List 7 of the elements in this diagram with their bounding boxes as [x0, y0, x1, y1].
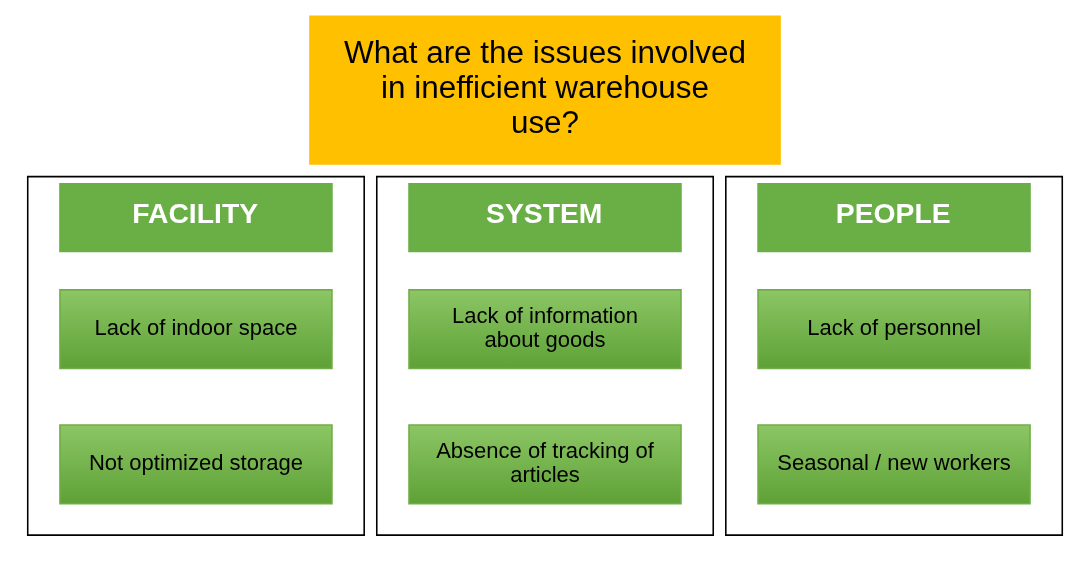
- node-box: What are the issues involved in inefficient warehouse use?: [309, 15, 781, 165]
- node-box: Not optimized storage: [59, 423, 333, 504]
- node-box: Absence of tracking of articles: [408, 423, 682, 504]
- node-box: Lack of personnel: [757, 288, 1031, 369]
- node-box: Seasonal / new workers: [757, 423, 1031, 504]
- node-box: Lack of indoor space: [59, 288, 333, 369]
- node-box: Lack of information about goods: [408, 288, 682, 369]
